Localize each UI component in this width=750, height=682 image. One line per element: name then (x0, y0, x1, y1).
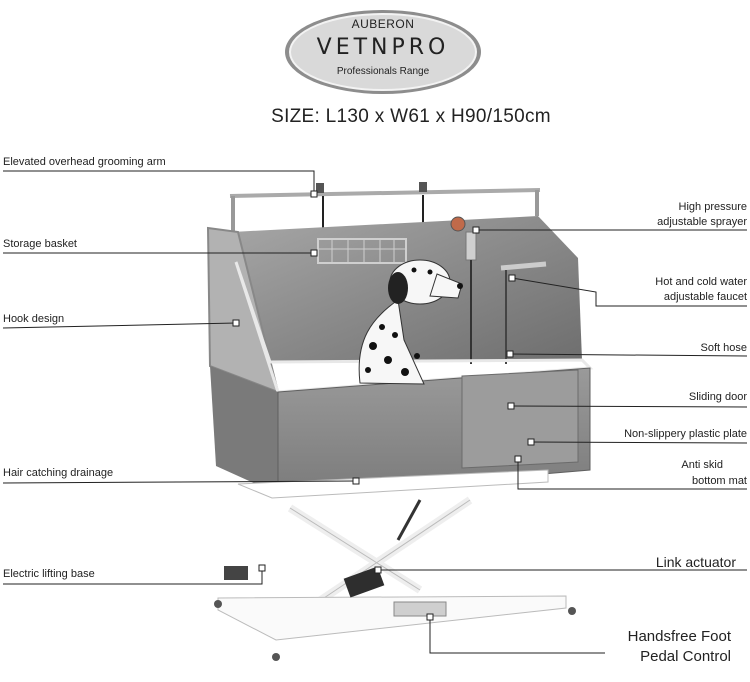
sprayer-and-faucet-graphic (450, 216, 547, 364)
label-plastic-plate: Non-slippery plastic plate (624, 428, 747, 440)
brand-range: Professionals Range (336, 66, 430, 77)
dalmatian-dog-graphic (358, 259, 463, 385)
label-link-actuator: Link actuator (655, 554, 736, 570)
label-hair-drainage: Hair catching drainage (3, 467, 114, 479)
label-overhead-arm: Elevated overhead grooming arm (3, 156, 166, 168)
electric-lifting-base-graphic (214, 469, 576, 661)
tub-rim (234, 261, 594, 394)
label-faucet-line1: Hot and cold water (655, 276, 747, 288)
sliding-door-graphic (461, 369, 579, 469)
label-foot-pedal-line1: Handsfree Foot (627, 628, 731, 645)
callout-markers (232, 190, 535, 621)
brand-top-text: AUBERON (351, 17, 415, 31)
label-sprayer-line2: adjustable sprayer (657, 216, 747, 228)
brand-name: VETNPRO (316, 35, 450, 60)
label-storage-basket: Storage basket (3, 238, 77, 250)
label-hook-design: Hook design (3, 313, 65, 325)
label-soft-hose: Soft hose (700, 342, 747, 354)
label-sprayer-line1: High pressure (678, 201, 747, 213)
logo-badge (285, 10, 481, 94)
label-anti-skid-line2: bottom mat (691, 475, 747, 487)
label-lifting-base: Electric lifting base (3, 568, 95, 580)
tub-front-side (210, 366, 278, 494)
size-spec: SIZE: L130 x W61 x H90/150cm (271, 106, 551, 127)
brand-logo: AUBERON VETNPRO Professionals Range (283, 8, 483, 96)
label-faucet-line2: adjustable faucet (663, 291, 747, 303)
label-foot-pedal-line2: Pedal Control (640, 648, 731, 665)
label-anti-skid-line1: Anti skid (681, 459, 723, 471)
leader-lines (2, 170, 748, 654)
label-sliding-door: Sliding door (688, 391, 747, 403)
storage-basket-graphic (317, 238, 407, 264)
